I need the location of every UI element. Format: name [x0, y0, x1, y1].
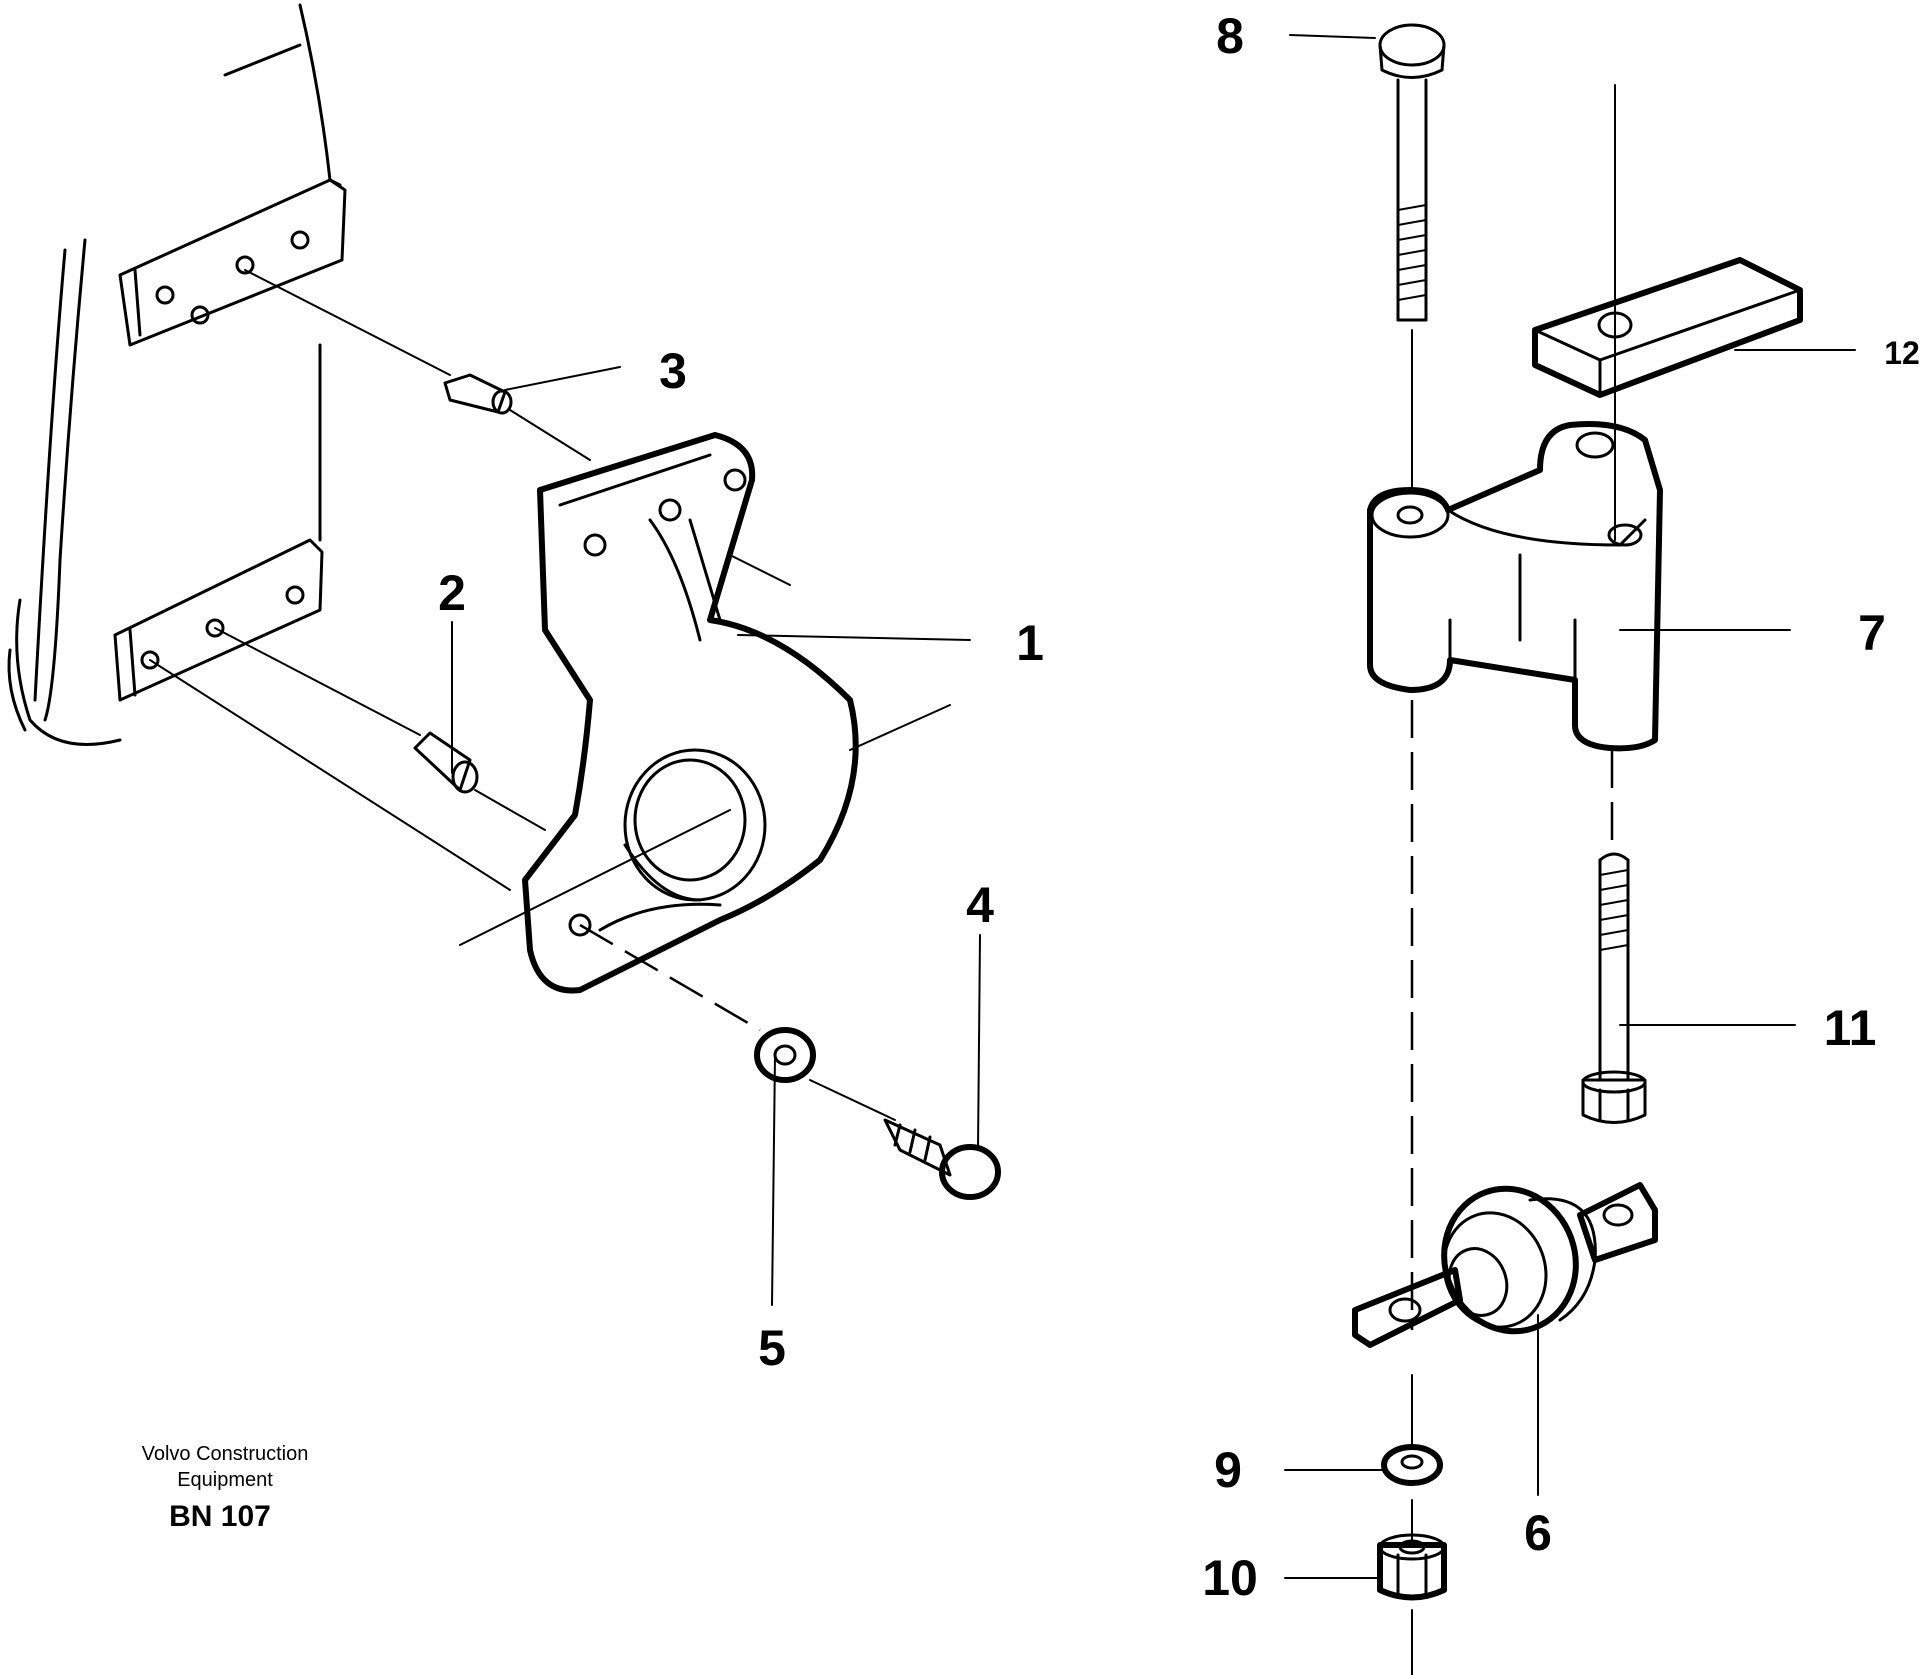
callout-10: 10 [1202, 1550, 1258, 1606]
leader-lines [451, 34, 1856, 1579]
rod-end-part-6 [1352, 1182, 1658, 1348]
long-bolt-part-8 [1378, 23, 1446, 322]
frame-section [7, 3, 347, 746]
washer-part-9 [1381, 1444, 1443, 1486]
nut-part-10 [1377, 1533, 1447, 1601]
callout-6: 6 [1524, 1505, 1552, 1561]
caption-code: BN 107 [169, 1500, 271, 1533]
publisher-caption: Volvo Construction Equipment BN 107 [142, 1443, 309, 1533]
bracket-part-1 [522, 432, 859, 994]
callout-5: 5 [758, 1320, 786, 1376]
callout-12: 12 [1884, 335, 1920, 371]
callout-8: 8 [1216, 8, 1244, 64]
left-assembly-lines [149, 269, 951, 1121]
screw-part-4 [883, 1118, 1001, 1200]
callout-labels: 1 2 3 4 5 6 7 8 9 10 11 12 [438, 8, 1920, 1606]
caption-line-2: Equipment [177, 1469, 273, 1491]
caption-line-1: Volvo Construction [142, 1443, 309, 1465]
support-part-7 [1367, 421, 1663, 752]
right-assembly-lines [1410, 84, 1616, 1675]
callout-11: 11 [1824, 1000, 1877, 1056]
dowel-pin-part-2 [413, 731, 479, 794]
callout-7: 7 [1858, 605, 1886, 661]
callout-2: 2 [438, 565, 466, 621]
callout-3: 3 [659, 343, 687, 399]
bolt-part-11 [1581, 852, 1647, 1124]
callout-1: 1 [1016, 615, 1044, 671]
callout-4: 4 [966, 877, 994, 933]
plate-part-12 [1532, 257, 1803, 398]
dowel-pin-part-3 [443, 373, 513, 415]
callout-9: 9 [1214, 1442, 1242, 1498]
washer-part-5 [754, 1027, 816, 1083]
